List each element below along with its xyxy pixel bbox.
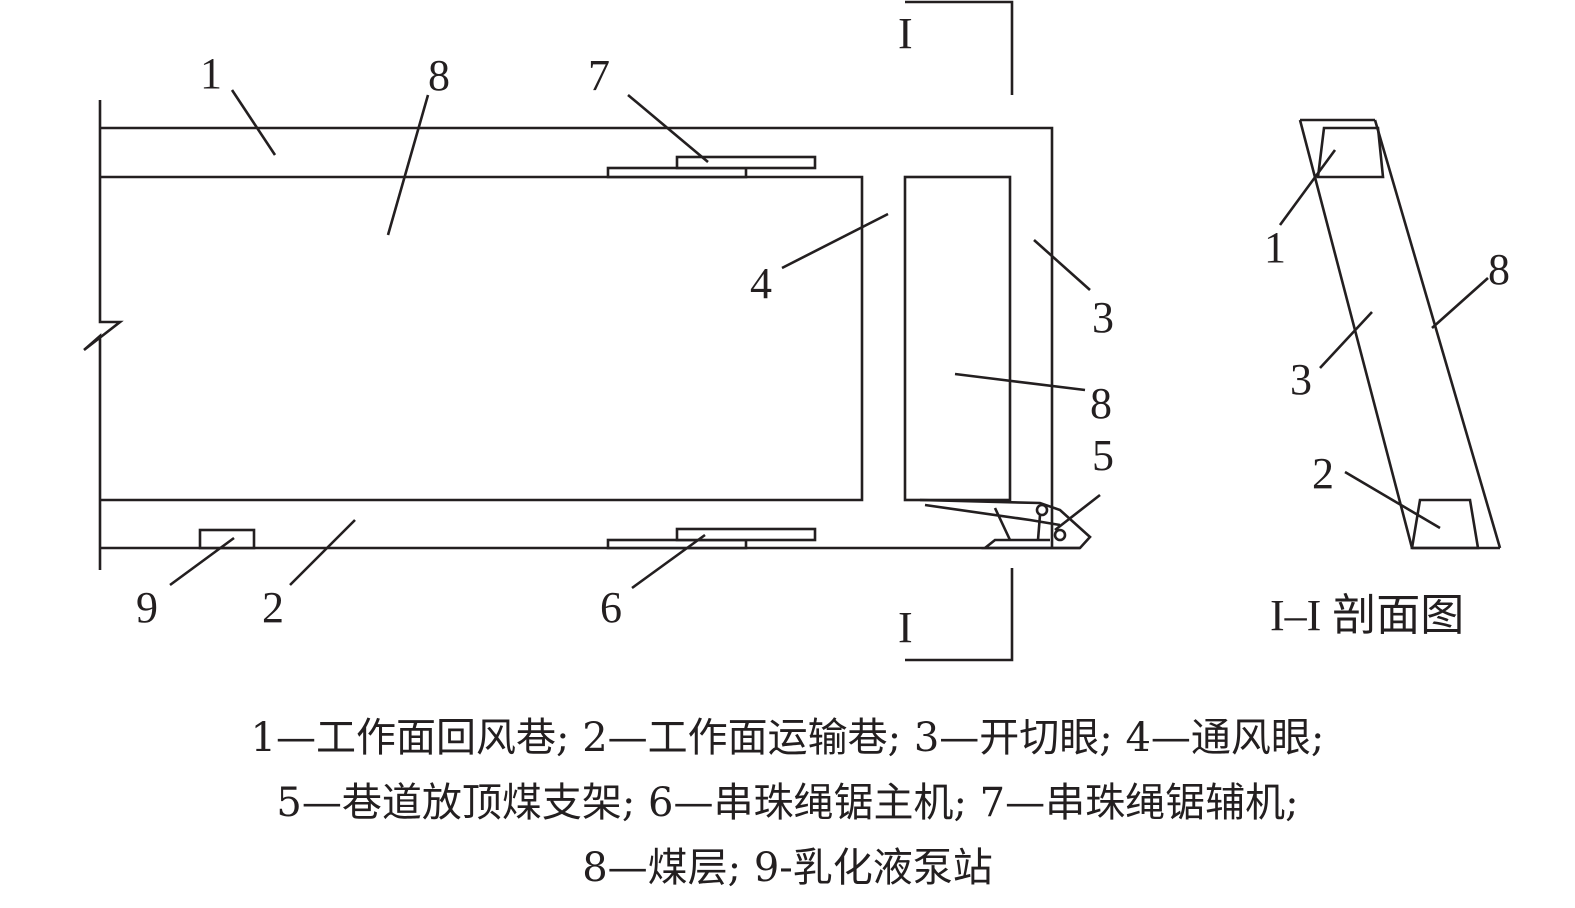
section-marker [905, 0, 1014, 662]
plan-view: 1 8 7 4 3 8 5 9 2 6 I I [83, 0, 1114, 662]
section-title: I–I 剖面图 [1270, 591, 1464, 640]
wire-saw-aux-7-base [606, 166, 748, 179]
wire-saw-main-6-top [675, 527, 817, 542]
section-label-bottom: I [898, 603, 913, 652]
section-label-3: 3 [1290, 355, 1312, 404]
section-label-2: 2 [1312, 449, 1334, 498]
label-4: 4 [750, 259, 772, 308]
label-2: 2 [262, 583, 284, 632]
label-8-pillar: 8 [1090, 379, 1112, 428]
section-label-1: 1 [1264, 223, 1286, 272]
caption-line-1: 1—工作面回风巷; 2—工作面运输巷; 3—开切眼; 4—通风眼; [250, 715, 1325, 761]
left-boundary-break [83, 100, 124, 570]
label-3: 3 [1092, 293, 1114, 342]
coal-panel-boundary [100, 175, 864, 502]
emulsion-pump-station-9 [198, 528, 256, 550]
label-6: 6 [600, 583, 622, 632]
wire-saw-aux-7-top [675, 155, 817, 170]
label-1: 1 [200, 49, 222, 98]
return-airway-1 [100, 126, 1054, 548]
leader-lines [169, 89, 1101, 590]
label-9: 9 [136, 583, 158, 632]
caption-line-2: 5—巷道放顶煤支架; 6—串珠绳锯主机; 7—串珠绳锯辅机; [276, 780, 1299, 826]
section-view: 1 8 3 2 I–I 剖面图 [1264, 118, 1510, 640]
top-coal-caving-support-5 [919, 498, 1092, 550]
coal-pillar-8 [903, 175, 1012, 502]
section-roadway-2 [1410, 498, 1480, 550]
section-label-top: I [898, 9, 913, 58]
section-label-8: 8 [1488, 245, 1510, 294]
section-roadway-1 [1316, 126, 1385, 179]
caption-line-3: 8—煤层; 9-乳化液泵站 [582, 845, 993, 891]
label-5: 5 [1092, 431, 1114, 480]
label-8-panel: 8 [428, 51, 450, 100]
label-7: 7 [588, 51, 610, 100]
